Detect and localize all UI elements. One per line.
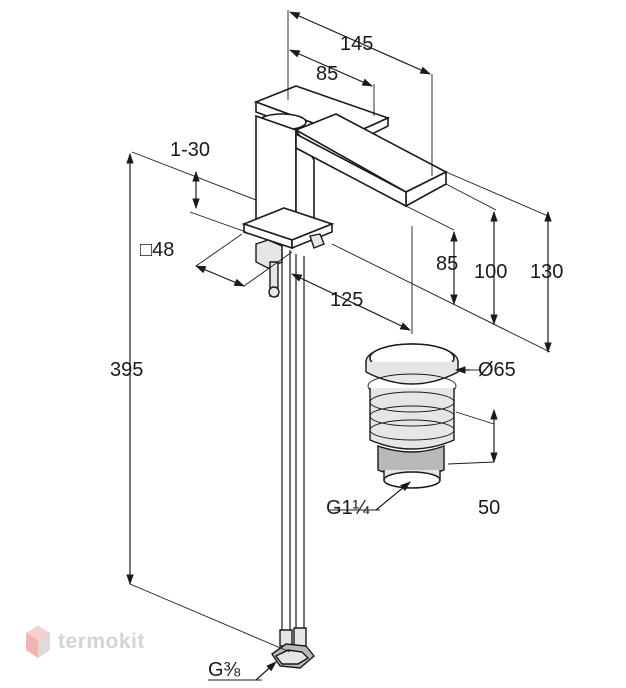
label-145: 145 xyxy=(340,33,373,55)
hose-ferrule-right xyxy=(293,627,307,647)
label-50: 50 xyxy=(478,497,500,519)
label-g38: G⅜ xyxy=(208,659,241,681)
label-100: 100 xyxy=(474,261,507,283)
drain-cap-wall xyxy=(365,362,459,385)
watermark-brand: termokit xyxy=(58,630,145,653)
drain-body xyxy=(369,388,455,450)
drain-outlet xyxy=(383,471,441,489)
dim-leader-g114 xyxy=(375,481,411,511)
dim-line-48 xyxy=(195,265,245,287)
dim-leader-g38 xyxy=(255,661,277,681)
faucet-spout-under xyxy=(295,132,407,208)
label-1-30: 1-30 xyxy=(170,139,210,161)
label-395: 395 xyxy=(110,359,143,381)
drain-ring-4 xyxy=(369,419,455,441)
dim-line-125 xyxy=(291,273,411,331)
dimension-lines xyxy=(126,10,552,681)
drain-assembly xyxy=(365,343,459,489)
supply-hose xyxy=(271,246,315,669)
label-125: 125 xyxy=(330,289,363,311)
hose-nut-face xyxy=(274,649,310,665)
faucet-body xyxy=(241,85,448,298)
dimension-labels: 145 85 1-30 □48 125 85 100 130 395 Ø65 G… xyxy=(110,33,563,681)
label-130: 130 xyxy=(530,261,563,283)
faucet-mount-bolt xyxy=(268,286,280,298)
drain-ring-2 xyxy=(369,391,455,413)
label-diameter-65: Ø65 xyxy=(478,359,516,381)
label-85-height: 85 xyxy=(436,253,458,275)
dim-line-145 xyxy=(289,11,431,75)
drain-ring-3 xyxy=(369,405,455,427)
label-85-lever: 85 xyxy=(316,63,338,85)
termokit-logo-icon xyxy=(26,626,50,658)
label-g114: G1¼ xyxy=(326,497,370,519)
label-48: □48 xyxy=(140,239,174,261)
faucet-mount-stud xyxy=(309,233,325,249)
dim-line-85-lever xyxy=(289,49,373,87)
